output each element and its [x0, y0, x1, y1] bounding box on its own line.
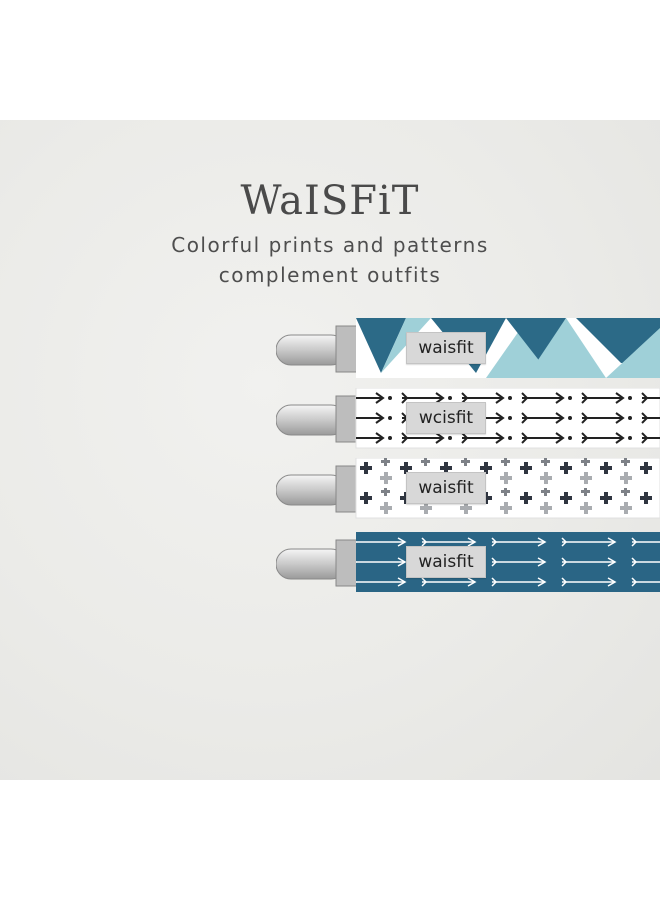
pacifier-strap-crosses: waisfit: [276, 458, 660, 520]
product-photo: WaISFiT Colorful prints and patterns com…: [0, 120, 660, 780]
pacifier-strap-arrows: wcisfit: [276, 388, 660, 450]
tagline-line-1: Colorful prints and patterns: [171, 233, 489, 257]
tagline-line-2: complement outfits: [218, 263, 442, 287]
strap-label: waisfit: [406, 332, 486, 364]
brand-wordmark: WaISFiT: [240, 178, 420, 224]
strap-label: waisfit: [406, 472, 486, 504]
strap-label: wcisfit: [406, 402, 486, 434]
pacifier-strap-teal-arrows: waisfit: [276, 532, 660, 594]
strap-label: waisfit: [406, 546, 486, 578]
pacifier-strap-triangles: waisfit: [276, 318, 660, 380]
